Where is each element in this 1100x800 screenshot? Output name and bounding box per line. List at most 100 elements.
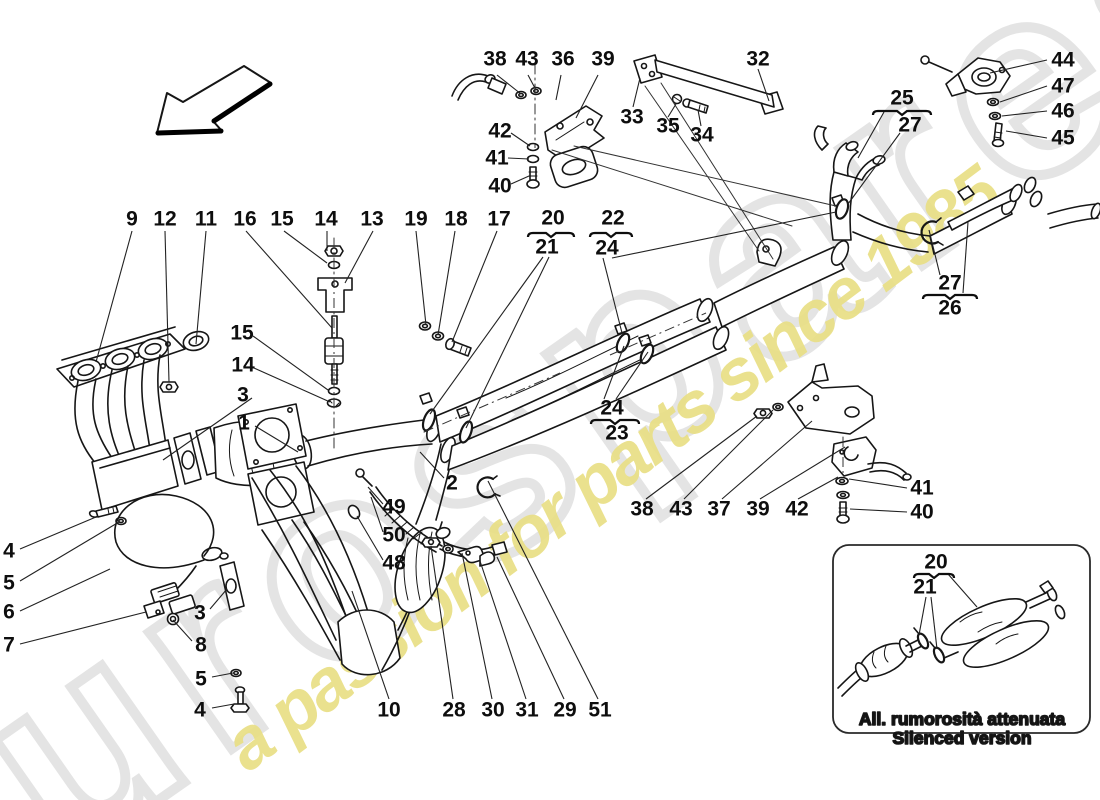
- callout-21: 21: [913, 576, 937, 599]
- brace-mark: [921, 293, 979, 301]
- leader-line: [487, 480, 599, 700]
- callout-50: 50: [382, 524, 405, 547]
- leader-line: [209, 588, 228, 610]
- lambda-sensor-drawing: [113, 493, 229, 626]
- callout-4: 4: [3, 540, 15, 563]
- callout-48: 48: [382, 552, 406, 575]
- leader-line: [344, 230, 374, 284]
- leader-line: [19, 516, 97, 550]
- leader-line: [667, 103, 677, 118]
- support-bar-32-drawing: [633, 54, 784, 115]
- clamp-24-a: [614, 322, 631, 354]
- callout-31: 31: [515, 699, 539, 722]
- leader-line: [797, 476, 839, 500]
- callout-10: 10: [377, 699, 400, 722]
- callout-41: 41: [485, 147, 509, 170]
- clamp-21-a: [419, 392, 437, 432]
- callout-5: 5: [3, 572, 15, 595]
- leader-line: [721, 420, 813, 500]
- valve-cluster-drawing: [421, 475, 501, 567]
- callout-34: 34: [690, 124, 714, 147]
- construction-line: [551, 149, 793, 227]
- callout-15: 15: [270, 208, 294, 231]
- leader-line: [254, 425, 299, 453]
- silenced-version-inset: All. rumorosità attenuata Silenced versi…: [832, 544, 1091, 749]
- brace-mark: [526, 231, 576, 239]
- callout-11: 11: [195, 208, 218, 231]
- clamp-21-b: [456, 406, 474, 444]
- leader-line: [367, 486, 384, 505]
- construction-lines: [551, 82, 837, 260]
- leader-line: [989, 59, 1048, 74]
- leader-line: [510, 132, 531, 147]
- leader-line: [849, 508, 908, 513]
- callout-8: 8: [195, 634, 207, 657]
- callout-47: 47: [1051, 75, 1074, 98]
- leader-line: [496, 74, 522, 95]
- leader-line: [632, 77, 641, 108]
- callout-33: 33: [620, 106, 643, 129]
- callout-23: 23: [605, 422, 628, 445]
- leader-line: [947, 573, 978, 608]
- callout-39: 39: [746, 498, 769, 521]
- direction-arrow: [155, 65, 273, 136]
- callout-21: 21: [535, 236, 559, 259]
- leader-line: [847, 132, 901, 205]
- callout-27: 27: [898, 114, 921, 137]
- callout-42: 42: [488, 120, 511, 143]
- leader-line: [848, 478, 908, 489]
- leader-line: [245, 230, 333, 329]
- callout-36: 36: [551, 48, 574, 71]
- callout-14: 14: [231, 354, 255, 377]
- callout-14: 14: [314, 208, 338, 231]
- leader-line: [211, 672, 234, 678]
- leader-line: [999, 85, 1048, 103]
- callout-24: 24: [600, 397, 624, 420]
- leader-line: [19, 521, 120, 582]
- callout-29: 29: [553, 699, 576, 722]
- leader-line: [211, 703, 235, 709]
- leader-line: [1001, 110, 1048, 117]
- callout-4: 4: [194, 699, 206, 722]
- callout-20: 20: [924, 551, 947, 574]
- leader-line: [465, 256, 550, 429]
- inset-clamp-b: [929, 641, 946, 664]
- leader-line: [928, 229, 941, 276]
- rear-hanger-44-drawing: [920, 55, 1011, 148]
- brace-mark: [912, 572, 956, 580]
- callout-13: 13: [360, 208, 383, 231]
- callout-17: 17: [487, 208, 510, 231]
- leader-line: [429, 256, 544, 415]
- callout-24: 24: [595, 237, 619, 260]
- leader-line: [602, 257, 623, 334]
- leader-line: [697, 109, 702, 127]
- leader-line: [351, 590, 390, 700]
- leader-line: [962, 221, 969, 294]
- leader-line: [496, 556, 565, 700]
- leader-line: [356, 515, 384, 561]
- callout-6: 6: [3, 601, 15, 624]
- callout-16: 16: [233, 208, 256, 231]
- leader-line: [451, 230, 498, 343]
- callout-19: 19: [404, 208, 427, 231]
- centerline: [423, 372, 561, 433]
- callout-1: 1: [238, 412, 250, 435]
- leader-line: [419, 451, 445, 479]
- top-bracket-36-drawing: [451, 63, 605, 189]
- callout-49: 49: [382, 496, 405, 519]
- callout-42: 42: [785, 498, 808, 521]
- callout-27: 27: [938, 272, 961, 295]
- leader-line: [437, 230, 456, 336]
- leader-line: [415, 230, 427, 326]
- rear-pipes-drawing: [713, 125, 1100, 328]
- callout-3: 3: [194, 602, 206, 625]
- construction-line: [660, 82, 774, 260]
- callout-20: 20: [541, 207, 564, 230]
- callout-12: 12: [153, 208, 176, 231]
- leader-line: [1005, 130, 1048, 139]
- callout-38: 38: [630, 498, 654, 521]
- leader-line: [759, 446, 846, 500]
- callout-38: 38: [483, 48, 507, 71]
- leader-line: [370, 496, 384, 533]
- callout-32: 32: [746, 48, 769, 71]
